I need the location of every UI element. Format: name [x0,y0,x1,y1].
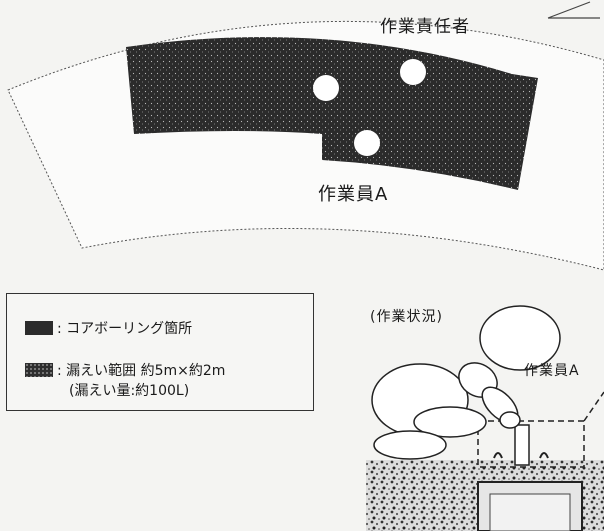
work-status-label: (作業状況) [370,309,443,325]
work-area-highlight [477,420,585,468]
legend-leak-volume-text: (漏えい量:約100L) [69,383,190,399]
core-boring-swatch [25,321,53,335]
worker-figure [371,305,561,460]
worker-a-label: 作業員A [318,184,389,205]
debris [493,452,549,459]
legend-core-boring-text: : コアボーリング箇所 [57,321,193,337]
supervisor-label: 作業責任者 [380,17,470,37]
core-boring-point [313,75,339,101]
core-tube [514,424,530,466]
core-boring-point [400,59,426,85]
arrow-fragment [547,1,600,19]
worker-a-small-label: 作業員A [524,363,580,379]
legend-leak-range-text: : 漏えい範囲 約5m×約2m [57,363,226,379]
legend-row-core-boring: : コアボーリング箇所 [25,318,192,338]
core-boring-point [354,130,380,156]
leak-area [126,37,538,190]
dashed-callout [583,391,604,422]
leak-range-swatch [25,363,53,377]
pit-inner [489,493,571,531]
legend-row-leak-range: : 漏えい範囲 約5m×約2m [25,360,225,380]
legend-box: : コアボーリング箇所 : 漏えい範囲 約5m×約2m (漏えい量:約100L) [6,293,314,411]
